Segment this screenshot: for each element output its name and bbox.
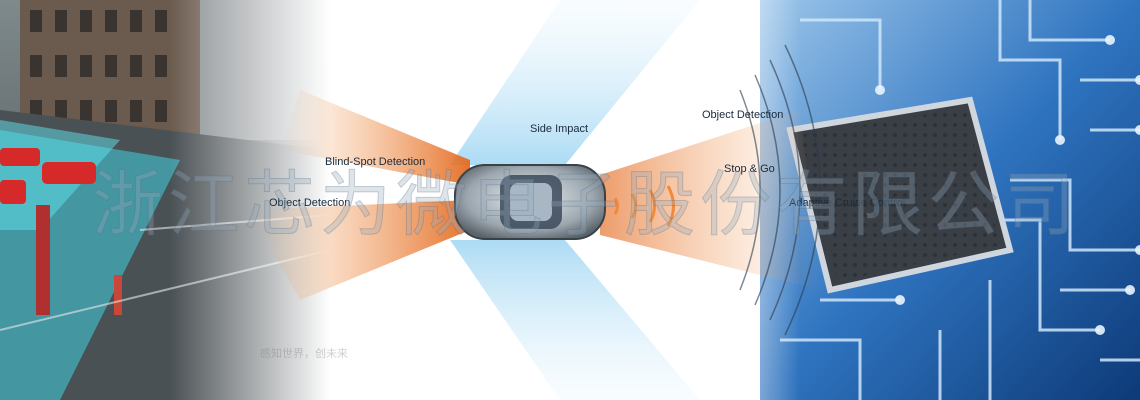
- label-object-detection-left: Object Detection: [269, 197, 351, 209]
- label-adaptive-cruise-control: Adaptive Cruise Control: [789, 197, 906, 209]
- label-blind-spot-detection: Blind-Spot Detection: [325, 156, 426, 168]
- company-watermark: 浙江芯为微电子股份有限公司: [91, 163, 1081, 246]
- label-side-impact: Side Impact: [530, 123, 589, 135]
- faint-caption: 感知世界，创未来: [260, 347, 348, 360]
- car-icon: [454, 164, 606, 240]
- label-object-detection-right: Object Detection: [702, 109, 784, 121]
- circuit-board-scene: [690, 0, 1140, 400]
- label-stop-and-go: Stop & Go: [724, 163, 775, 175]
- car-sensor-diagram: [250, 0, 821, 400]
